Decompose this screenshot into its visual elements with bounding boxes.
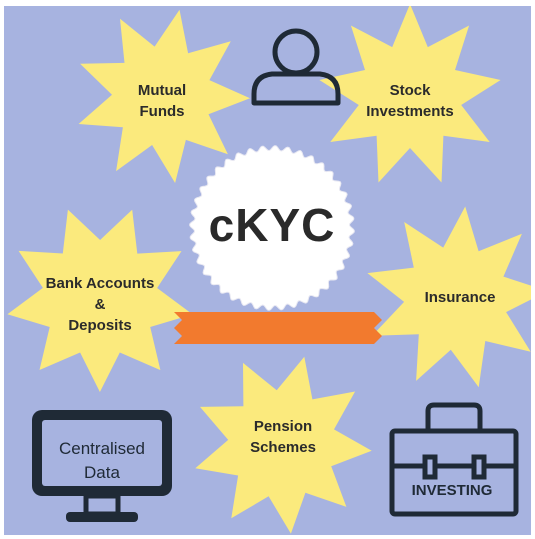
bank-accounts-line-3: Deposits	[68, 317, 132, 334]
monitor-line-2: Data	[84, 463, 120, 482]
bank-accounts-line-1: Bank Accounts	[45, 275, 155, 292]
pension-line-1: Pension	[253, 418, 313, 435]
stock-investments-line-2: Investments	[366, 103, 454, 120]
star-label-insurance: Insurance	[400, 287, 520, 308]
star-label-bank-accounts: Bank Accounts & Deposits	[35, 273, 165, 336]
person-icon	[251, 28, 341, 106]
insurance-line-1: Insurance	[424, 289, 496, 306]
monitor-line-1: Centralised	[59, 439, 145, 458]
star-stock-investments	[319, 6, 501, 183]
ribbon-banner	[174, 312, 382, 344]
briefcase-icon	[389, 402, 519, 517]
star-label-pension: Pension Schemes	[228, 416, 338, 458]
center-circle	[189, 145, 355, 311]
monitor-screen-text: Centralised Data	[42, 437, 162, 485]
briefcase-label: INVESTING	[411, 482, 493, 499]
star-label-stock-investments: Stock Investments	[345, 80, 475, 122]
star-mutual-funds	[78, 9, 250, 183]
star-bank-accounts	[7, 209, 193, 392]
star-pension	[195, 356, 372, 534]
stock-investments-line-1: Stock	[389, 82, 431, 99]
mutual-funds-line-1: Mutual	[137, 82, 187, 99]
pension-line-2: Schemes	[250, 439, 316, 456]
mutual-funds-line-2: Funds	[139, 103, 185, 120]
star-insurance	[367, 206, 531, 388]
monitor-icon	[32, 410, 172, 522]
ckyc-title: cKYC	[208, 199, 336, 251]
diagram-graphics	[4, 6, 531, 535]
bank-accounts-line-2: &	[94, 296, 106, 313]
stars-layer	[7, 6, 531, 534]
star-label-mutual-funds: Mutual Funds	[112, 80, 212, 122]
